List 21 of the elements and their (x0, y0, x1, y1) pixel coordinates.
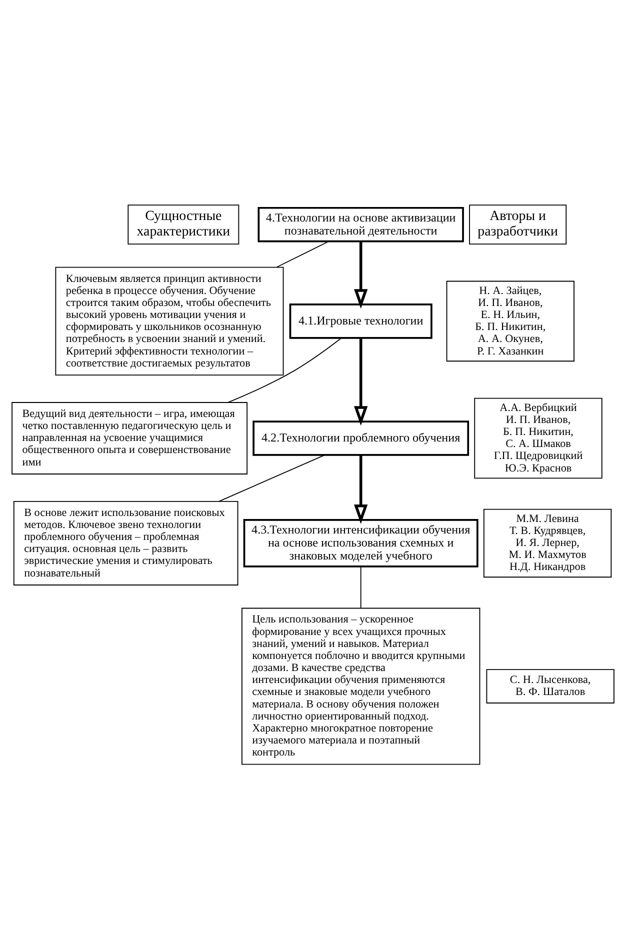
node-box: Ведущий вид деятельности – игра, имеющая четко поставленную педагогическую цель и направленная на усвоение учащимися общественного опыта и совершенствование ими (12, 402, 248, 474)
connector (218, 454, 326, 502)
node-box: Ключевым является принцип активности ребенка в процессе обучения. Обучение строится таким образом, чтобы обеспечить высокий уровень мотивации учения и сформировать у школьников осознанную потребность в усвоении знаний и умений. Критерий эффективности технологии – соответствие достигаемых результатов (55, 266, 284, 376)
node-box: Цель использования – ускоренное формирование у всех учащихся прочных знаний, умений и навыков. Материал компонуется поблочно и вводится крупными дозами. В качестве средства интенсификации обучения применяются схемные и знаковые модели учебного материала. В основу обучения положен личностно ориентированный подход. Характерно многократное повторение изучаемого материала и поэтапный контроль (241, 607, 480, 764)
node-box: В основе лежит использование поисковых методов. Ключевое звено технологии проблемного обучения – проблемная ситуация. основная цель – развить эвристические умения и стимулировать познавательный (13, 500, 238, 585)
node-box: С. Н. Лысенкова, В. Ф. Шаталов (486, 668, 614, 703)
connector (228, 337, 342, 402)
node-box: Н. А. Зайцев, И. П. Иванов, Е. Н. Ильин, Б. П. Никитин, А. А. Окунев, Р. Г. Хазанкин (446, 280, 574, 362)
arrow (354, 454, 368, 524)
node-box: 4.2.Технологии проблемного обучения (252, 420, 470, 456)
node-box: 4.3.Технологии интенсификации обучения на основе использования схемных и знаковых моделей учебного (243, 518, 478, 567)
connector (276, 240, 330, 268)
node-box: М.М. Левина Т. В. Кудрявцев, И. Я. Лернер, М. И. Махмутов Н.Д. Никандров (483, 508, 612, 578)
connector (360, 566, 362, 608)
node-box: Авторы и разработчики (469, 204, 567, 244)
node-box: Сущностные характеристики (128, 204, 240, 244)
arrow (354, 338, 368, 426)
arrow (354, 241, 368, 308)
node-box: 4.Технологии на основе активизации познавательной деятельности (258, 206, 464, 242)
node-box: 4.1.Игровые технологии (289, 303, 432, 338)
node-box: А.А. Вербицкий И. П. Иванов, Б. П. Никитин, С. А. Шмаков Г.П. Щедровицкий Ю.Э. Краснов (474, 397, 602, 478)
